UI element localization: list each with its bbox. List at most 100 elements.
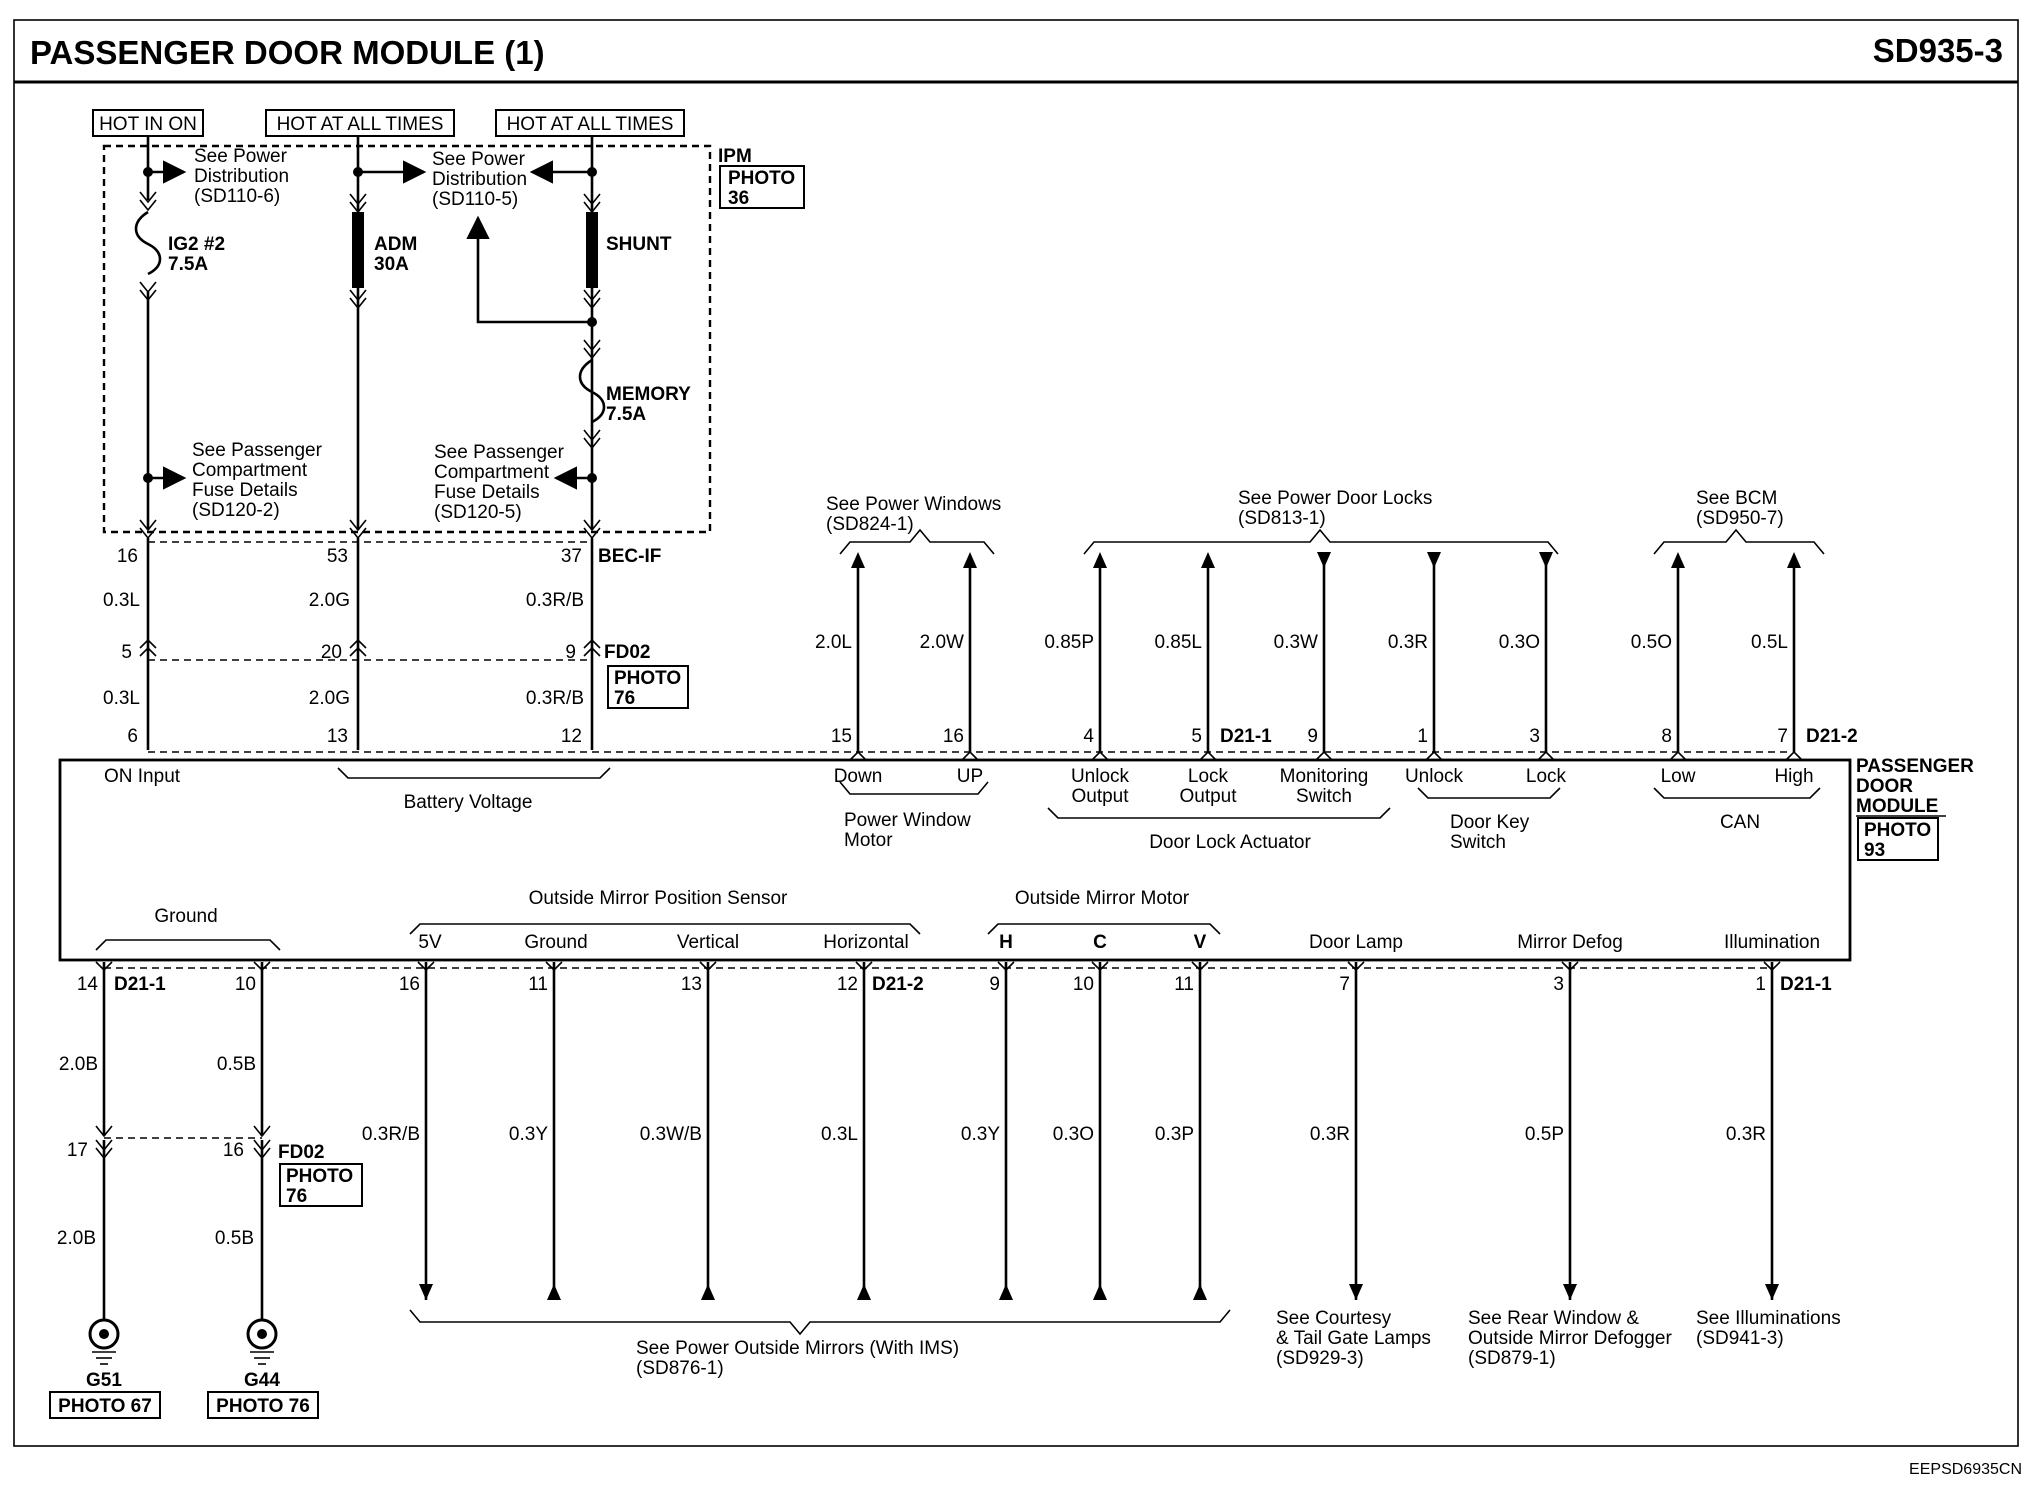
svg-text:PHOTO: PHOTO xyxy=(1864,820,1931,841)
connector-chevron-icon xyxy=(95,1125,113,1138)
pin-chevron-icon xyxy=(997,961,1015,972)
header-frame xyxy=(13,19,2019,1447)
bracket-bcm xyxy=(1653,528,1825,555)
ground-g51-photo: PHOTO 67 xyxy=(49,1391,161,1419)
ipm-label: IPM xyxy=(718,146,752,167)
wire-color-label: 0.3W/B xyxy=(640,1124,702,1145)
pin-number-label: 13 xyxy=(681,974,702,995)
wire-color-label: 2.0L xyxy=(815,632,852,653)
outside-mirror-position-sensor-label: Outside Mirror Position Sensor xyxy=(529,888,788,909)
upper-circuit-5: 0.3R1 xyxy=(1388,552,1443,761)
svg-text:37: 37 xyxy=(561,546,582,567)
lower-circuit-10: 30.5P xyxy=(1525,961,1579,1300)
wire-color-label: 0.85P xyxy=(1044,632,1094,653)
arrow-up-icon xyxy=(963,552,977,568)
svg-text:17: 17 xyxy=(67,1140,88,1161)
ref-power-windows: See Power Windows(SD824-1) xyxy=(826,494,1001,535)
arrow-up-icon xyxy=(547,1284,561,1300)
power-label-hot-at-all-times-1: HOT AT ALL TIMES xyxy=(265,109,455,137)
upper-circuit-4: 0.3W9 xyxy=(1274,552,1333,761)
d21-1-lower-left-label: D21-1 xyxy=(114,974,166,995)
svg-text:53: 53 xyxy=(327,546,348,567)
svg-text:HOT IN ON: HOT IN ON xyxy=(99,114,197,135)
pin-number-label: 16 xyxy=(399,974,420,995)
pin-number-label: 15 xyxy=(831,726,852,747)
ground-g44 xyxy=(246,1139,278,1365)
can-label: CAN xyxy=(1720,812,1760,833)
svg-text:0.3R/B: 0.3R/B xyxy=(526,590,584,611)
on-input-label: ON Input xyxy=(104,766,181,787)
arrow-down-icon xyxy=(1349,1284,1363,1300)
svg-text:9: 9 xyxy=(565,642,576,663)
ground-sensor-label: Ground xyxy=(524,932,587,953)
upper-power-wires xyxy=(139,538,601,750)
wire-color-label: 0.3O xyxy=(1053,1124,1094,1145)
lock-label: Lock xyxy=(1526,766,1567,787)
lower-circuit-6: 90.3Y xyxy=(961,961,1015,1300)
pin-number-label: 12 xyxy=(837,974,858,995)
battery-voltage-bracket xyxy=(337,767,611,779)
svg-text:13: 13 xyxy=(327,726,348,747)
arrow-up-icon xyxy=(1193,1284,1207,1300)
pin-number-label: 11 xyxy=(528,974,548,995)
ground-group-label: Ground xyxy=(154,906,217,927)
svg-text:76: 76 xyxy=(614,688,635,709)
wire-color-label: 0.3P xyxy=(1155,1124,1194,1145)
arrow-up-icon xyxy=(1201,552,1215,568)
passenger-door-module xyxy=(58,758,1852,962)
svg-text:6: 6 xyxy=(127,726,138,747)
pin-chevron-icon xyxy=(699,961,717,972)
bracket-locks xyxy=(1083,528,1559,555)
svg-text:HOT AT ALL TIMES: HOT AT ALL TIMES xyxy=(507,114,674,135)
arrow-up-icon xyxy=(1787,552,1801,568)
c-label: C xyxy=(1093,932,1107,953)
upper-circuit-8: 0.5L7 xyxy=(1751,552,1803,761)
lower-circuit-8: 110.3P xyxy=(1155,961,1209,1300)
ground-lower-wire-labels: 2.0B 0.5B xyxy=(57,1228,254,1249)
wire-color-label: 0.3Y xyxy=(509,1124,548,1145)
door-lock-actuator-bracket xyxy=(1047,807,1391,819)
ground-g44-photo: PHOTO 76 xyxy=(207,1391,319,1419)
wire-color-label: 0.3W xyxy=(1274,632,1318,653)
wire-color-label: 0.3R xyxy=(1310,1124,1350,1145)
door-lock-actuator-label: Door Lock Actuator xyxy=(1149,832,1311,853)
pin-number-label: 9 xyxy=(989,974,1000,995)
pin-number-label: 1 xyxy=(1755,974,1766,995)
d21-2-lower-label: D21-2 xyxy=(872,974,924,995)
pin-chevron-icon xyxy=(253,961,271,972)
wire-color-label: 0.85L xyxy=(1154,632,1202,653)
pin-chevron-icon xyxy=(1785,750,1803,761)
pin-number-label: 14 xyxy=(77,974,99,995)
d21-1-upper-label: D21-1 xyxy=(1220,726,1272,747)
arrow-up-icon xyxy=(857,1284,871,1300)
ground-fd02-photo-box: PHOTO 76 xyxy=(279,1163,363,1207)
lower-circuit-1: 100.5B xyxy=(217,961,271,1138)
upper-circuit-0: 2.0L 15 xyxy=(815,552,867,761)
svg-text:36: 36 xyxy=(728,188,749,209)
wire-color-label: 0.3R/B xyxy=(362,1124,420,1145)
svg-text:76: 76 xyxy=(286,1186,307,1207)
svg-text:PHOTO 76: PHOTO 76 xyxy=(216,1396,310,1417)
ref-power-outside-mirrors: See Power Outside Mirrors (With IMS)(SD8… xyxy=(636,1338,959,1379)
upper-circuit-7: 0.5O8 xyxy=(1631,552,1687,761)
bec-pin-labels: 16 53 37 xyxy=(117,546,582,567)
pin-chevron-icon xyxy=(1561,961,1579,972)
pin-number-label: 1 xyxy=(1417,726,1428,747)
pin-chevron-icon xyxy=(855,961,873,972)
lower-circuit-3: 11 0.3Y xyxy=(509,961,563,1300)
fd02-photo-box: PHOTO 76 xyxy=(607,665,689,709)
pin-number-label: 10 xyxy=(1073,974,1094,995)
illumination-label: Illumination xyxy=(1724,932,1820,953)
mirror-sensor-bracket xyxy=(409,923,921,935)
ground-bracket xyxy=(95,939,281,951)
arrow-down-icon xyxy=(1563,1284,1577,1300)
